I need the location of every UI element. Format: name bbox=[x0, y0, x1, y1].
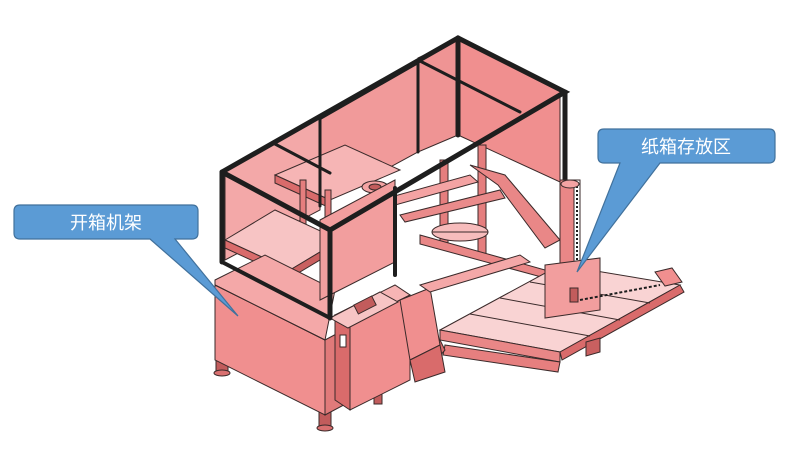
aluminium-frame bbox=[219, 35, 571, 321]
machine-feet bbox=[213, 357, 383, 432]
callout-right-bubble bbox=[576, 128, 776, 273]
right-column bbox=[559, 179, 581, 276]
callout-left: 开箱机架 bbox=[13, 204, 239, 317]
carton-storage-rack bbox=[419, 257, 685, 373]
internal-mechanism bbox=[273, 144, 561, 279]
callout-left-bubble bbox=[13, 204, 239, 317]
callout-right: 纸箱存放区 bbox=[576, 128, 776, 273]
callout-right-label: 纸箱存放区 bbox=[641, 137, 731, 158]
callout-left-label: 开箱机架 bbox=[70, 213, 142, 234]
control-cabinet bbox=[328, 284, 411, 411]
bottom-conveyor bbox=[399, 254, 532, 383]
